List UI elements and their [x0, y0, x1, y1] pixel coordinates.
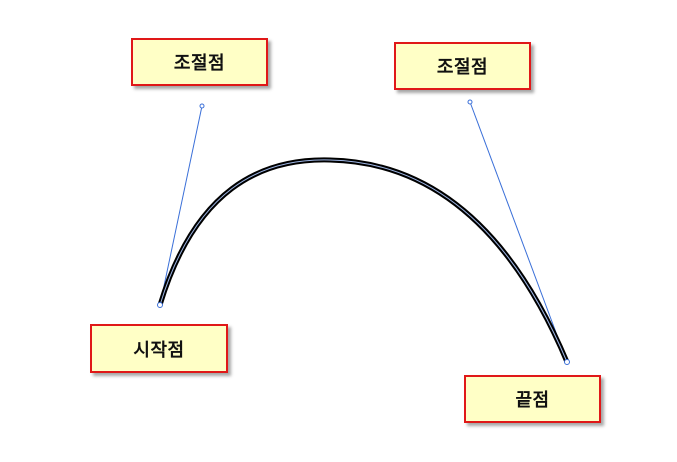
bezier-curve-highlight	[159, 159, 568, 363]
control-point-2-handle[interactable]	[467, 99, 473, 105]
end-point-anchor[interactable]	[564, 359, 570, 365]
end-point-label: 끝점	[464, 375, 601, 423]
control-point-1-handle[interactable]	[199, 103, 205, 109]
control-point-1-label: 조절점	[131, 38, 268, 86]
start-point-anchor[interactable]	[157, 302, 163, 308]
control-point-2-label: 조절점	[394, 42, 531, 90]
start-point-label: 시작점	[90, 324, 228, 373]
control-handle-line-1	[159, 105, 203, 306]
control-handle-line-2	[469, 101, 568, 363]
